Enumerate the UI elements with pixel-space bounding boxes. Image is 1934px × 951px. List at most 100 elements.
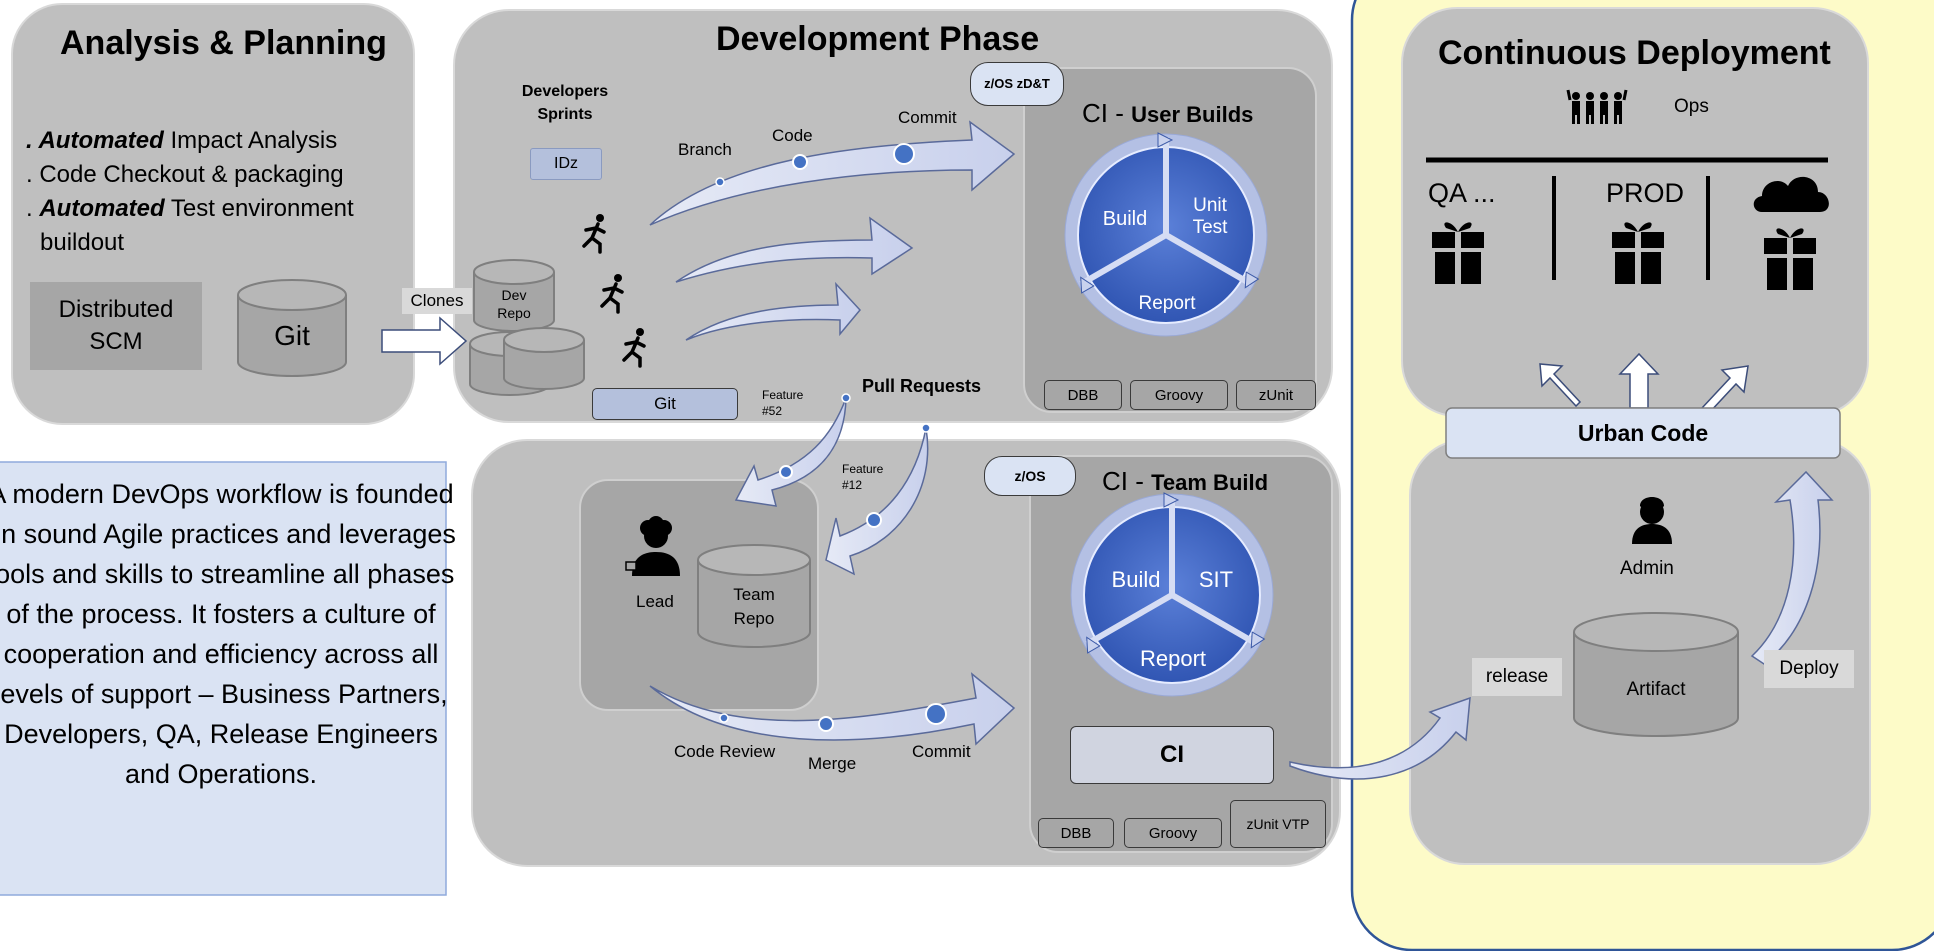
item-prefix: . [26,161,40,188]
runner-icon [582,214,646,368]
target-prod-label: PROD [1606,178,1685,208]
pr-dot-2 [921,423,931,433]
commit-flow-arrow [649,120,1016,226]
tool-badge[interactable]: DBB [1038,818,1114,848]
clones-arrow [381,316,468,366]
team-build-title: CI - Team Build [1102,466,1268,497]
idz-badge[interactable]: IDz [530,148,602,180]
target-qa-label: QA ... [1428,178,1496,208]
code-review-label: Code Review [674,742,776,761]
ci-box[interactable]: CI [1070,726,1274,784]
urban-arrow-center [1618,352,1660,409]
ci-prefix: CI - [1102,466,1152,496]
description-box [0,461,447,896]
cycle-build-label: Build [1102,207,1148,230]
team-commit-label: Commit [912,742,971,761]
feature-52-label: Feature #52 [762,388,804,418]
code-label: Code [772,126,813,145]
scm-label: Distributed SCM [58,296,174,355]
code-review-dot [719,713,729,723]
deploy-arrow [1750,470,1834,665]
cycle-sit-label: SIT [1198,567,1234,592]
cycle-build-label: Build [1111,567,1161,592]
analysis-item: . Automated Test environment [26,192,354,226]
feature-12-label: Feature #12 [842,462,884,492]
pull-requests-label: Pull Requests [862,376,982,396]
scm-box [30,282,202,370]
clones-label: Clones [402,288,472,314]
analysis-title: Analysis & Planning [60,24,387,62]
ops-label: Ops [1674,96,1709,117]
item-text: Impact Analysis [163,127,338,154]
branch-dot [715,177,725,187]
merge-dot [818,716,834,732]
team-repo-label: Team Repo [733,585,775,628]
urban-arrow-left [1539,363,1582,408]
deployment-title: Continuous Deployment [1438,34,1831,72]
user-builds-title: CI - User Builds [1082,98,1253,129]
commit-dot [893,143,915,165]
pull-request-arrow-1 [734,397,847,507]
branch-label: Branch [678,140,732,159]
analysis-item: buildout [26,226,354,260]
cloud-icon [1753,176,1829,212]
item-bold: Automated [39,195,165,222]
analysis-item: . Automated Impact Analysis [26,124,354,158]
tool-badge[interactable]: zUnit [1236,380,1316,410]
team-build-cycle [1070,492,1274,697]
dev-repo-cylinder [473,259,555,332]
merge-label: Merge [808,754,857,773]
pr-dot-1 [841,393,851,403]
development-title: Development Phase [716,20,1040,58]
item-text: Test environment [164,195,354,222]
code-dot [792,154,808,170]
pr-dot-3 [779,465,793,479]
ci-prefix: CI - [1082,98,1132,128]
git-cylinder-analysis [237,279,347,377]
admin-label: Admin [1620,558,1674,579]
artifact-cylinder [1573,612,1739,737]
zos-badge[interactable]: z/OS [984,456,1076,496]
cycle-report-label: Report [1139,646,1207,671]
ci-bold: User Builds [1131,102,1254,127]
git-label-analysis: Git [274,320,310,351]
item-prefix: . [26,195,40,222]
flow-arrow-2 [675,216,914,283]
team-commit-arrow [649,672,1016,746]
ops-icon [1566,89,1628,124]
tool-badge[interactable]: zUnit VTP [1230,800,1326,848]
item-prefix: . [26,127,39,154]
item-text: Code Checkout & packaging [39,161,344,188]
release-badge: release [1472,658,1562,696]
tool-badge[interactable]: Groovy [1124,818,1222,848]
urban-code-bar [1445,407,1841,459]
tool-badge[interactable]: Groovy [1130,380,1228,410]
team-repo-cylinder [697,544,811,648]
lead-label: Lead [636,592,674,611]
dev-repo-label: Dev Repo [497,287,531,321]
deploy-badge: Deploy [1764,650,1854,688]
user-builds-cycle [1064,132,1268,337]
analysis-item: . Code Checkout & packaging [26,158,354,192]
pr-dot-4 [866,512,882,528]
cycle-report-label: Report [1138,293,1196,314]
analysis-items: . Automated Impact Analysis . Code Check… [26,124,354,260]
admin-icon [1632,497,1672,544]
artifact-label: Artifact [1626,679,1686,700]
cycle-unit-test-label: Unit Test [1192,195,1228,238]
team-commit-dot [925,703,947,725]
dev-repo-cylinder-3 [503,327,585,390]
zos-zdt-badge[interactable]: z/OS zD&T [970,62,1064,106]
item-text: buildout [40,229,125,256]
tool-badge[interactable]: DBB [1044,380,1122,410]
dev-git-badge[interactable]: Git [592,388,738,420]
commit-label: Commit [898,108,957,127]
ci-bold: Team Build [1151,470,1269,495]
gift-icon [1432,222,1816,290]
pull-request-arrow-2 [825,427,929,576]
lead-icon [625,516,680,576]
urban-code-label[interactable]: Urban Code [1577,419,1709,446]
ci-release-arrow [1289,696,1471,780]
description-text: A modern DevOps workflow is founded on s… [0,479,456,789]
